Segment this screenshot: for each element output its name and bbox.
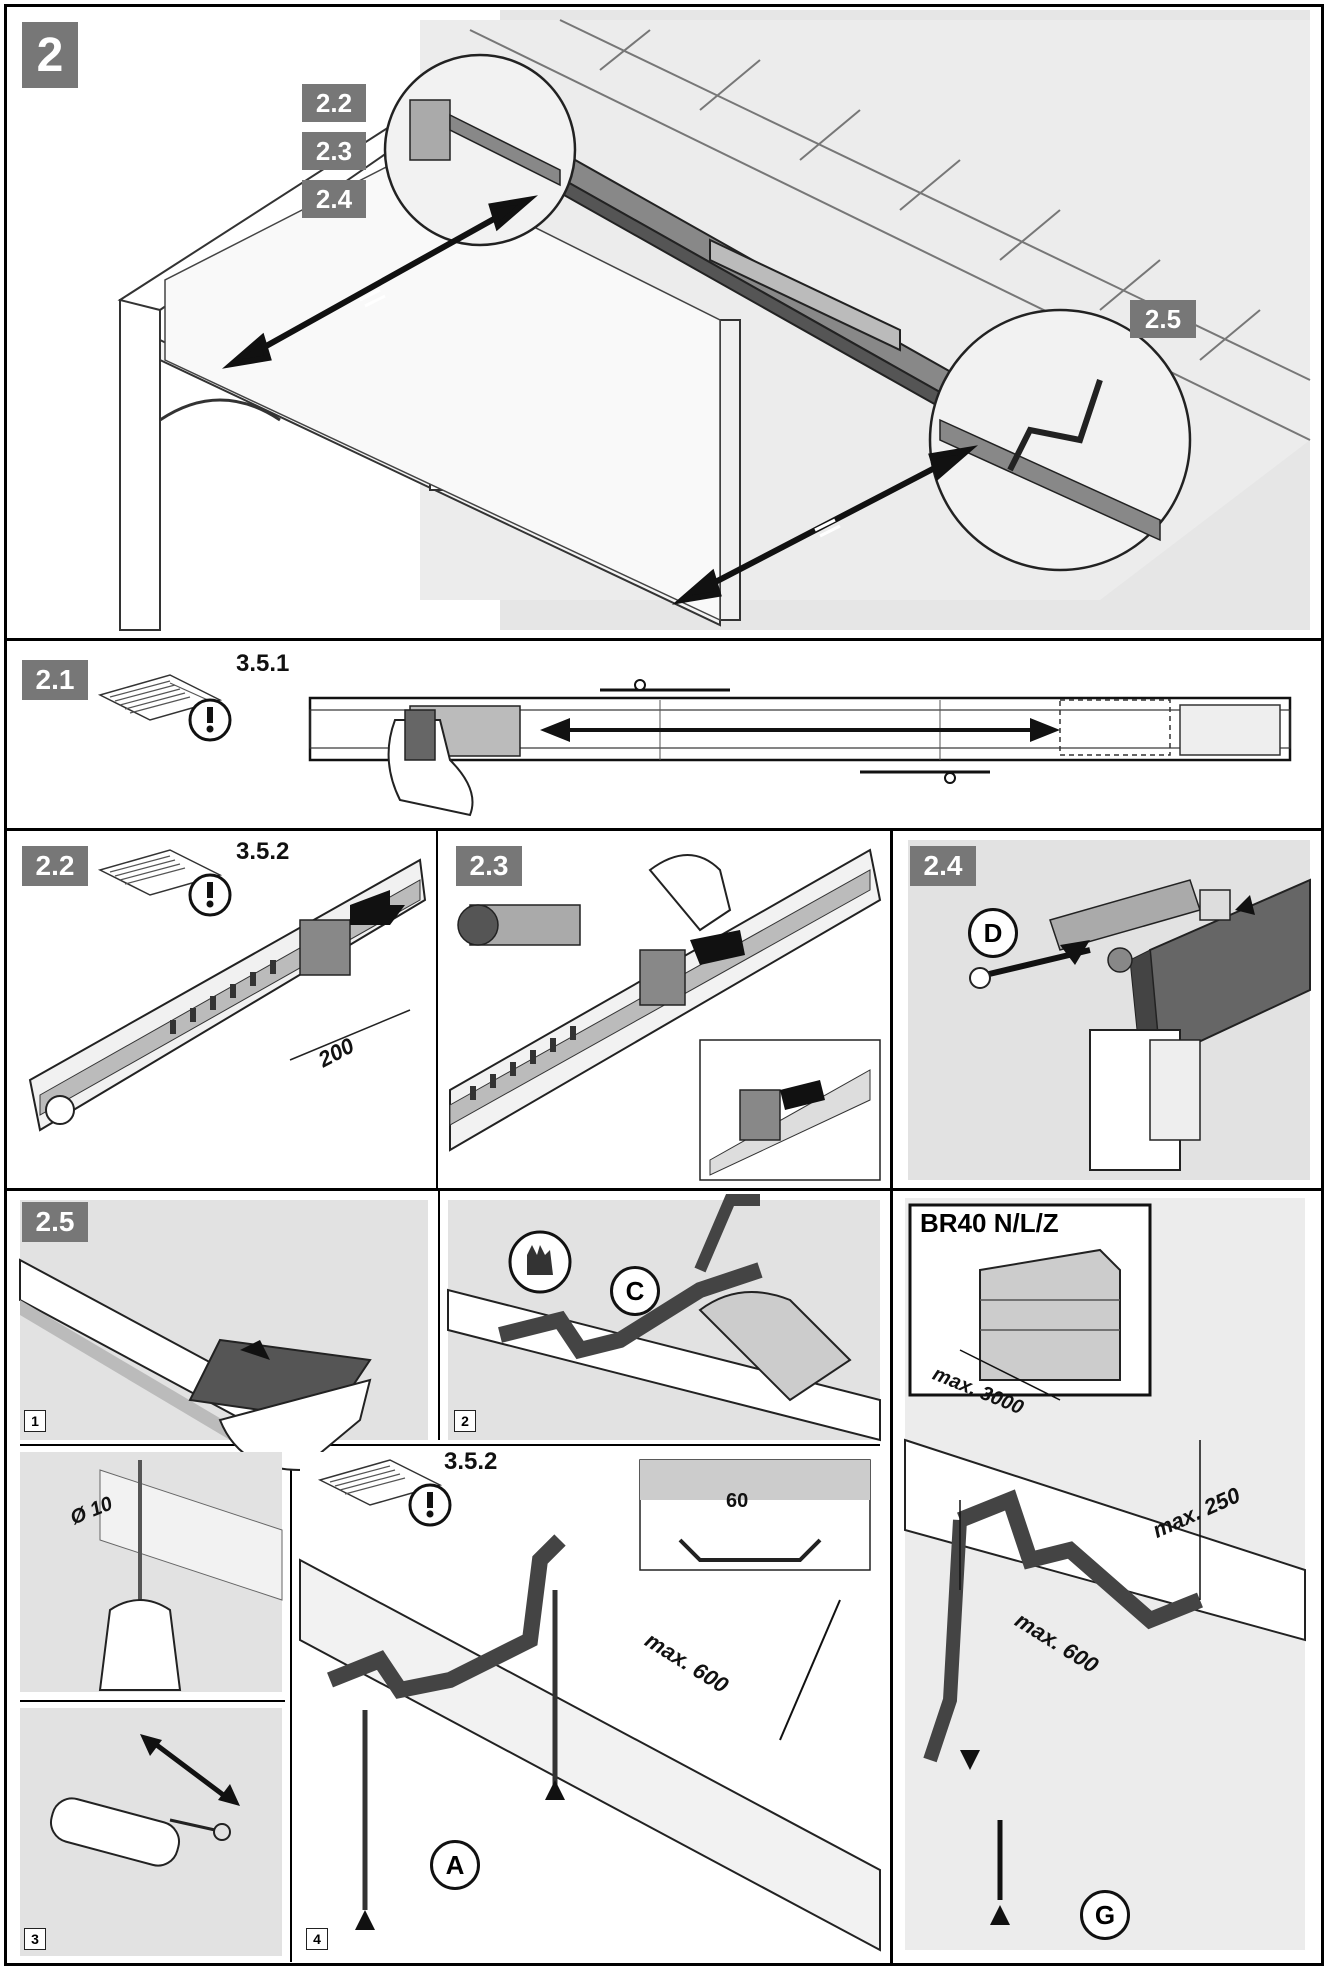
divider-25-h2 (20, 1700, 285, 1702)
ref-tag-2-5: 2.5 (1130, 300, 1196, 338)
section-tag-2-2: 2.2 (22, 846, 88, 886)
section-tag-2-3: 2.3 (456, 846, 522, 886)
step-tag: 2 (22, 22, 78, 88)
label-C: C (610, 1266, 660, 1316)
step-number-3: 3 (24, 1928, 46, 1950)
step-number-4: 4 (306, 1928, 328, 1950)
divider-25-v2 (290, 1446, 292, 1962)
manual-ref-3-5-2-b: 3.5.2 (444, 1448, 498, 1475)
divider-25-h (20, 1444, 880, 1446)
section-tag-2-5: 2.5 (22, 1202, 88, 1242)
model-label: BR40 N/L/Z (920, 1208, 1059, 1238)
manual-ref-3-5-2-a: 3.5.2 (236, 838, 290, 865)
step-number-2: 2 (454, 1410, 476, 1432)
ref-tag-2-2: 2.2 (302, 84, 366, 122)
section-tag-2-1: 2.1 (22, 660, 88, 700)
divider-2 (4, 828, 1324, 831)
divider-v2 (890, 828, 893, 1966)
section-2-1-illustration (97, 674, 1292, 817)
divider-3 (4, 1188, 1324, 1191)
step-number-1: 1 (24, 1410, 46, 1432)
section-tag-2-4: 2.4 (910, 846, 976, 886)
manual-ref-3-5-1: 3.5.1 (236, 650, 290, 677)
section-2-4-illustration (908, 840, 1311, 1180)
dimension-60: 60 (726, 1490, 749, 1512)
label-D: D (968, 908, 1018, 958)
frame-bottom (4, 1963, 1324, 1966)
frame-right (1321, 4, 1324, 1966)
label-A: A (430, 1840, 480, 1890)
section-2-3-illustration (449, 848, 882, 1181)
label-G: G (1080, 1890, 1130, 1940)
divider-v1 (436, 828, 438, 1190)
divider-25-v (438, 1190, 440, 1440)
ref-tag-2-4: 2.4 (302, 180, 366, 218)
frame-left (4, 4, 7, 1966)
section-2-2-illustration (28, 849, 427, 1132)
frame-top (4, 4, 1324, 7)
divider-1 (4, 638, 1324, 641)
ref-tag-2-3: 2.3 (302, 132, 366, 170)
